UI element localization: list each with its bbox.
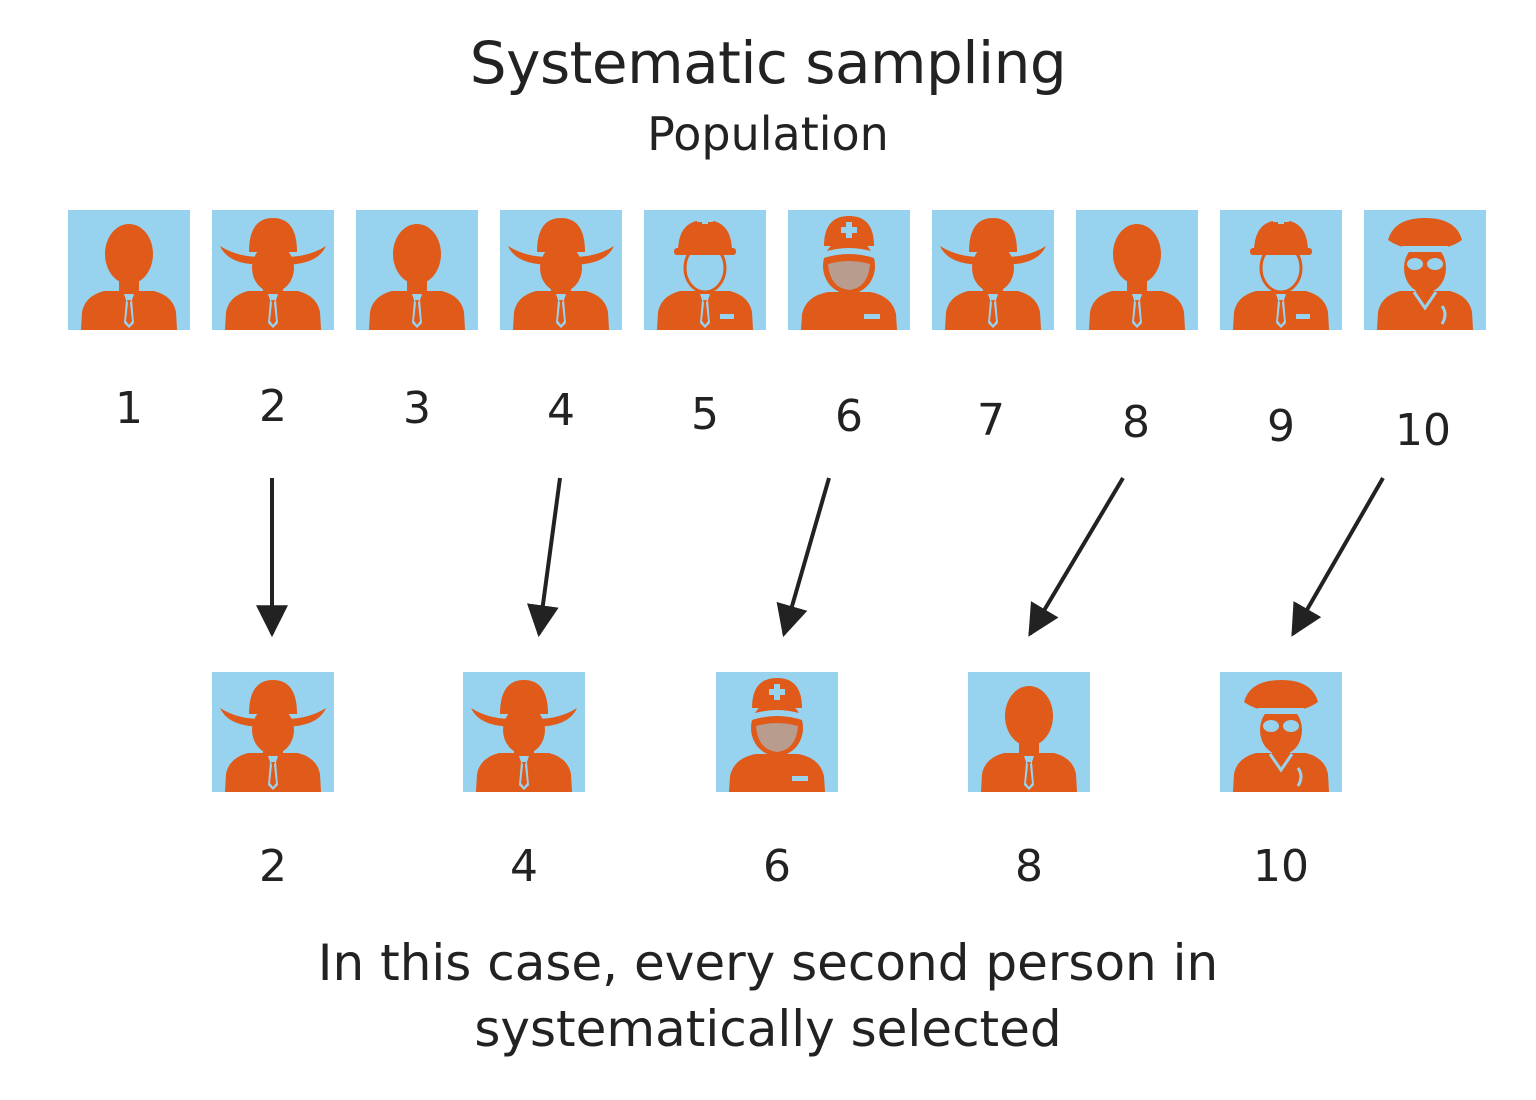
cowboy-icon: [212, 672, 334, 792]
cowboy-icon: [212, 210, 334, 330]
caption-line-1: In this case, every second person in: [317, 934, 1219, 992]
sample-number-4: 4: [510, 841, 538, 892]
population-number-3: 3: [403, 383, 431, 434]
population-person-3: [356, 210, 478, 330]
cowboy-icon: [463, 672, 585, 792]
sample-number-6: 6: [763, 841, 791, 892]
diagram-title: Systematic sampling: [469, 29, 1067, 97]
cowboy-icon: [500, 210, 622, 330]
sample-person-8: [968, 672, 1090, 792]
businessman-icon: [1076, 210, 1198, 330]
businessman-icon: [968, 672, 1090, 792]
population-number-10: 10: [1395, 405, 1451, 456]
arrow-8: [1028, 476, 1125, 637]
population-person-4: [500, 210, 622, 330]
population-number-8: 8: [1122, 397, 1150, 448]
population-person-9: [1220, 210, 1342, 330]
sample-person-4: [463, 672, 585, 792]
population-number-9: 9: [1267, 401, 1295, 452]
arrow-10: [1291, 477, 1385, 637]
population-person-10: [1364, 210, 1486, 330]
population-person-8: [1076, 210, 1198, 330]
population-number-4: 4: [547, 385, 575, 436]
population-number-5: 5: [691, 389, 719, 440]
sample-number-2: 2: [259, 841, 287, 892]
population-person-2: [212, 210, 334, 330]
caption: In this case, every second person in sys…: [0, 930, 1536, 1062]
sample-number-8: 8: [1015, 841, 1043, 892]
arrow-6: [776, 477, 831, 638]
doctor-icon: [716, 672, 838, 792]
population-number-2: 2: [259, 381, 287, 432]
pilot-icon: [1220, 672, 1342, 792]
population-person-6: [788, 210, 910, 330]
population-person-7: [932, 210, 1054, 330]
population-number-1: 1: [115, 383, 143, 434]
population-person-1: [68, 210, 190, 330]
pilot-icon: [1364, 210, 1486, 330]
businessman-icon: [68, 210, 190, 330]
population-person-5: [644, 210, 766, 330]
caption-line-2: systematically selected: [474, 1000, 1062, 1058]
sample-person-10: [1220, 672, 1342, 792]
population-number-7: 7: [977, 395, 1005, 446]
population-heading: Population: [647, 107, 889, 161]
cowboy-icon: [932, 210, 1054, 330]
sample-person-6: [716, 672, 838, 792]
sample-person-2: [212, 672, 334, 792]
construction-worker-icon: [644, 210, 766, 330]
businessman-icon: [356, 210, 478, 330]
arrow-4: [526, 477, 562, 638]
sample-number-10: 10: [1253, 841, 1309, 892]
population-number-6: 6: [835, 391, 863, 442]
doctor-icon: [788, 210, 910, 330]
construction-worker-icon: [1220, 210, 1342, 330]
